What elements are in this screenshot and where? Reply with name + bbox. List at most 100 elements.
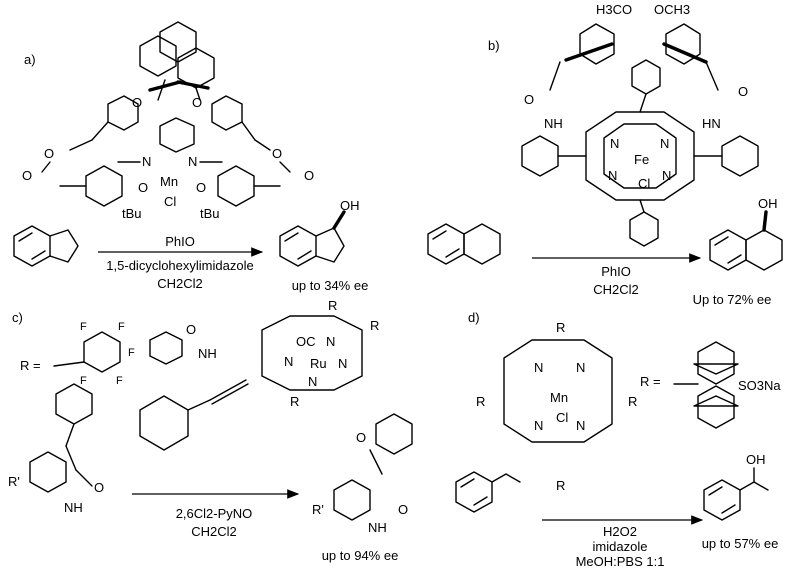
svg-text:O: O (304, 168, 314, 183)
svg-text:O: O (94, 480, 104, 495)
panel-c-substrate: R' O NH (8, 383, 104, 515)
panel-b-label: b) (488, 38, 500, 53)
panel-d-r-def: R = (640, 374, 661, 389)
panel-b-reagent-2: CH2Cl2 (593, 282, 639, 297)
svg-text:R: R (556, 320, 565, 335)
svg-text:R: R (556, 478, 565, 493)
svg-text:HN: HN (702, 116, 721, 131)
svg-text:N: N (576, 418, 585, 433)
panel-a-metal: Mn (160, 174, 178, 189)
panel-d-reagent-3: MeOH:PBS 1:1 (576, 554, 665, 569)
svg-text:NH: NH (198, 346, 217, 361)
panel-b-metal: Fe (634, 152, 649, 167)
panel-b-ome-left: H3CO (596, 2, 632, 17)
panel-b-catalyst: H3CO OCH3 O O NH HN N N N N Fe Cl (521, 2, 759, 247)
panel-d-axial: Cl (556, 410, 568, 425)
svg-text:R: R (370, 318, 379, 333)
panel-d-reagent-1: H2O2 (603, 524, 637, 539)
svg-text:O: O (186, 322, 196, 337)
svg-text:N: N (534, 360, 543, 375)
svg-text:F: F (116, 375, 123, 387)
svg-text:O: O (272, 146, 282, 161)
panel-d-ee: up to 57% ee (702, 536, 779, 551)
panel-a-reagent-2: 1,5-dicyclohexylimidazole (106, 258, 253, 273)
panel-a-tbu-right: tBu (200, 206, 220, 221)
panel-d-so3na: SO3Na (738, 378, 781, 393)
svg-text:O: O (138, 180, 148, 195)
svg-text:O: O (132, 95, 142, 110)
panel-d-catalyst: R R R R N N N N Mn Cl R = SO3Na (476, 320, 781, 493)
svg-text:OH: OH (340, 198, 360, 213)
panel-d-product: OH (703, 452, 769, 521)
svg-text:O: O (356, 430, 366, 445)
panel-c-metal: Ru (310, 356, 327, 371)
svg-text:O: O (196, 180, 206, 195)
svg-text:N: N (142, 154, 151, 169)
svg-text:N: N (608, 168, 617, 183)
panel-c-catalyst: O NH OC N N Ru N N R R R (139, 298, 379, 451)
panel-b-axial: Cl (638, 176, 650, 191)
panel-b-reagent-1: PhIO (601, 264, 631, 279)
svg-text:R: R (290, 394, 299, 409)
panel-a: a) O O O O O O (13, 21, 369, 293)
panel-d-metal: Mn (550, 390, 568, 405)
panel-c-reagent-2: CH2Cl2 (191, 524, 237, 539)
panel-b-substrate (427, 223, 501, 265)
panel-c-r-def: R = (20, 358, 41, 373)
svg-text:R': R' (312, 502, 324, 517)
panel-b: b) H3CO OCH3 O O NH HN N N N N Fe Cl (427, 2, 783, 307)
svg-text:F: F (118, 321, 125, 333)
svg-text:R: R (476, 394, 485, 409)
svg-text:F: F (128, 347, 135, 359)
svg-text:N: N (308, 374, 317, 389)
panel-c-reagent-1: 2,6Cl2-PyNO (176, 506, 253, 521)
panel-a-substrate (13, 225, 79, 267)
svg-text:N: N (660, 136, 669, 151)
svg-text:NH: NH (64, 500, 83, 515)
panel-d-substrate (455, 471, 521, 513)
panel-a-product: OH (279, 198, 360, 267)
svg-text:N: N (610, 136, 619, 151)
svg-text:O: O (22, 168, 32, 183)
svg-text:N: N (326, 334, 335, 349)
panel-c: c) R = F F F F F O NH OC N N Ru N N R R … (8, 298, 413, 563)
panel-a-label: a) (24, 52, 36, 67)
panel-d: d) R R R R N N N N Mn Cl R = SO3Na (455, 310, 781, 569)
panel-a-ee: up to 34% ee (292, 278, 369, 293)
panel-b-ee: Up to 72% ee (693, 292, 772, 307)
svg-text:O: O (398, 502, 408, 517)
svg-text:OH: OH (746, 452, 766, 467)
svg-text:N: N (284, 354, 293, 369)
panel-d-label: d) (468, 310, 480, 325)
panel-a-tbu-left: tBu (122, 206, 142, 221)
svg-text:F: F (80, 321, 87, 333)
svg-text:N: N (338, 356, 347, 371)
svg-text:O: O (524, 92, 534, 107)
panel-a-reagent-1: PhIO (165, 234, 195, 249)
panel-a-axial: Cl (164, 194, 176, 209)
svg-text:O: O (192, 95, 202, 110)
panel-c-co: OC (296, 334, 316, 349)
svg-text:O: O (44, 146, 54, 161)
svg-text:NH: NH (544, 116, 563, 131)
panel-c-product: O R' O NH (312, 413, 413, 535)
svg-text:O: O (738, 84, 748, 99)
svg-text:R: R (328, 298, 337, 313)
svg-text:NH: NH (368, 520, 387, 535)
svg-text:F: F (80, 375, 87, 387)
svg-text:N: N (188, 154, 197, 169)
panel-d-reagent-2: imidazole (593, 539, 648, 554)
svg-text:N: N (662, 168, 671, 183)
panel-a-reagent-3: CH2Cl2 (157, 276, 203, 291)
panel-c-ee: up to 94% ee (322, 548, 399, 563)
svg-text:N: N (576, 360, 585, 375)
panel-b-product: OH (709, 196, 783, 271)
svg-text:N: N (534, 418, 543, 433)
panel-b-ome-right: OCH3 (654, 2, 690, 17)
panel-c-label: c) (12, 310, 23, 325)
svg-text:OH: OH (758, 196, 778, 211)
svg-text:R: R (628, 394, 637, 409)
panel-a-catalyst: O O O O O O N N O (22, 21, 314, 221)
svg-text:R': R' (8, 474, 20, 489)
